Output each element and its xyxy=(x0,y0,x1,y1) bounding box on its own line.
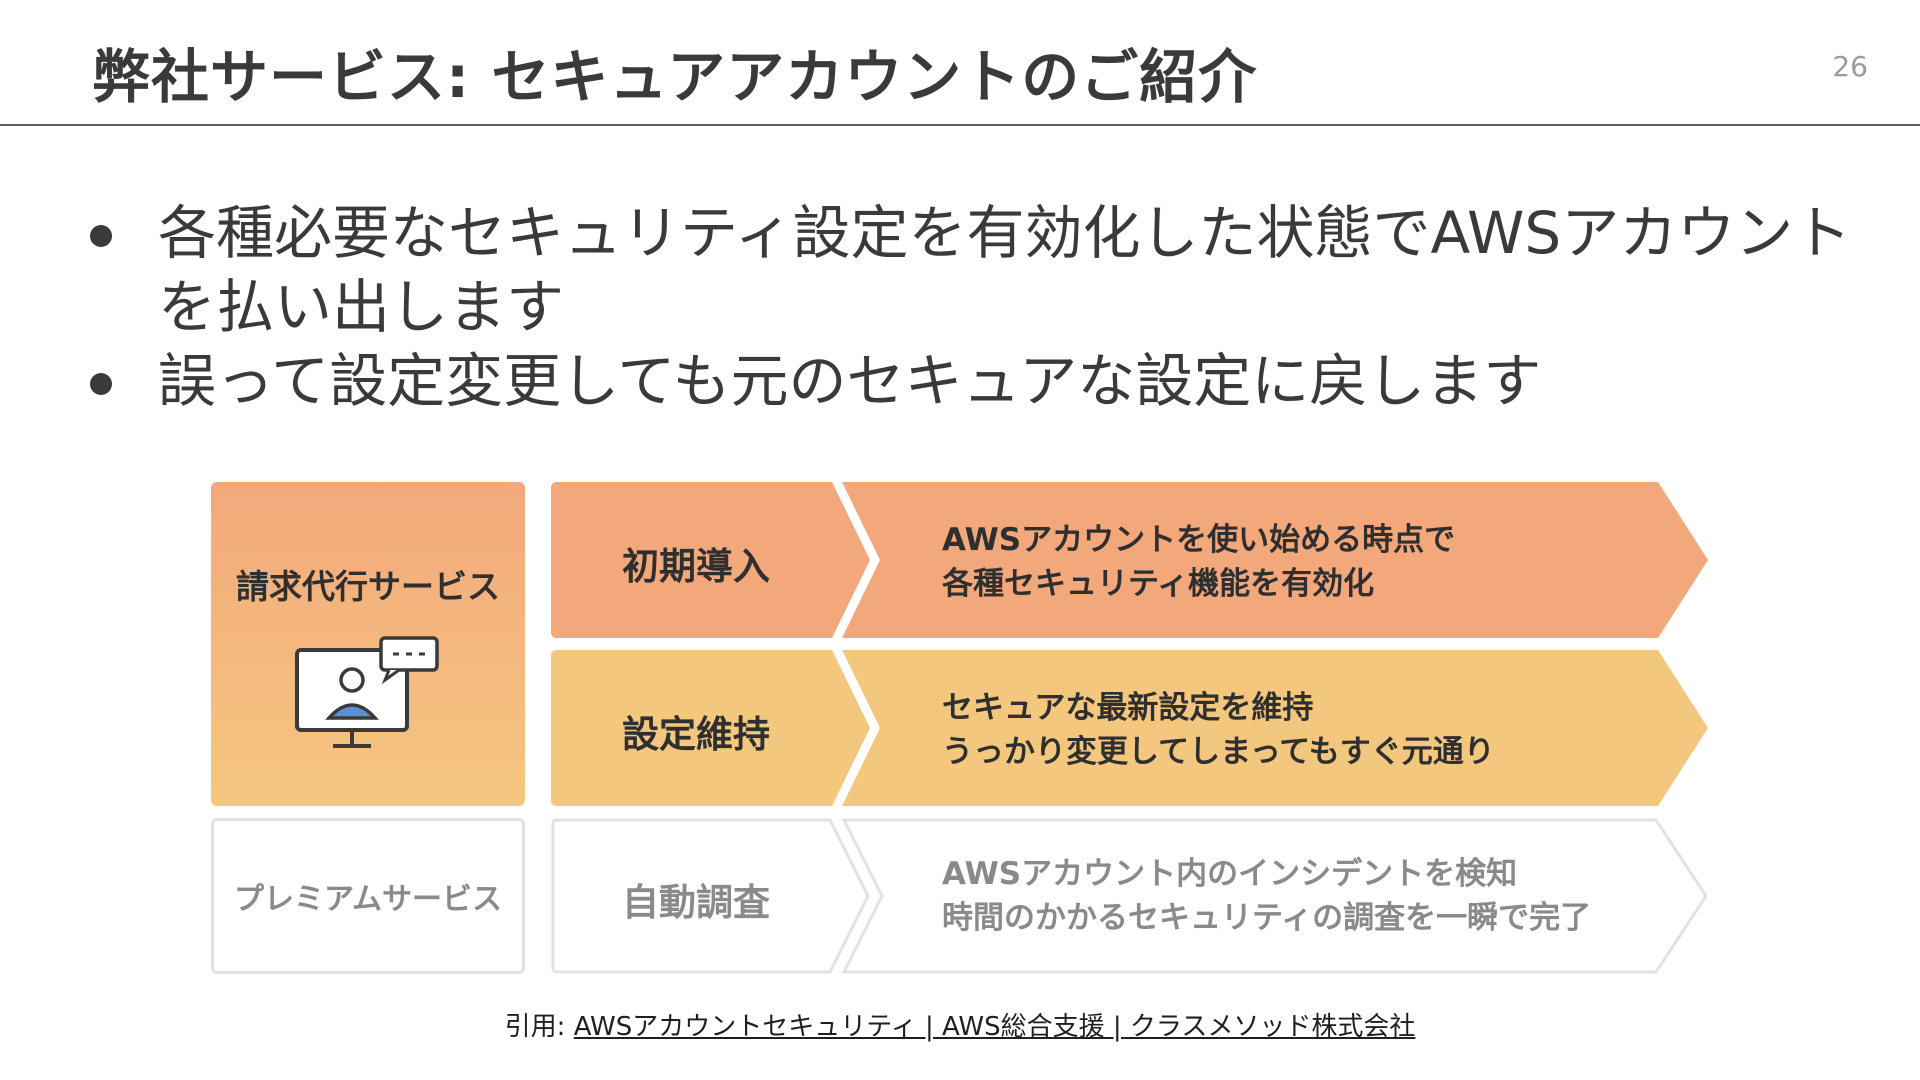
bullet-item: 各種必要なセキュリティ設定を有効化した状態でAWSアカウントを払い出します xyxy=(80,196,1870,344)
premium-service-box: プレミアムサービス xyxy=(211,818,525,974)
page-number: 26 xyxy=(1832,50,1868,83)
citation: 引用: AWSアカウントセキュリティ | AWS総合支援 | クラスメソッド株式… xyxy=(0,1006,1920,1043)
bullet-text: 誤って設定変更しても元のセキュアな設定に戻します xyxy=(158,347,1542,415)
row-3-desc-line-1: AWSアカウント内のインシデントを検知 xyxy=(942,856,1518,892)
premium-service-label: プレミアムサービス xyxy=(234,882,502,917)
row-2-description: セキュアな最新設定を維持 うっかり変更してしまってもすぐ元通り xyxy=(942,686,1495,774)
bullet-dot-icon xyxy=(90,225,112,247)
billing-service-box: 請求代行サービス xyxy=(211,482,525,806)
bullet-list: 各種必要なセキュリティ設定を有効化した状態でAWSアカウントを払い出します 誤っ… xyxy=(80,196,1870,418)
row-2-desc-line-1: セキュアな最新設定を維持 xyxy=(942,690,1314,726)
computer-user-chat-icon xyxy=(295,636,439,748)
bullet-text: 各種必要なセキュリティ設定を有効化した状態でAWSアカウントを払い出します xyxy=(158,199,1852,341)
row-1-desc-line-2: 各種セキュリティ機能を有効化 xyxy=(942,566,1375,602)
citation-prefix: 引用: xyxy=(504,1012,574,1042)
row-1-desc-line-1: AWSアカウントを使い始める時点で xyxy=(942,522,1456,558)
page-title: 弊社サービス: セキュアアカウントのご紹介 xyxy=(92,43,1258,111)
slide-header: 弊社サービス: セキュアアカウントのご紹介 26 xyxy=(0,0,1920,126)
row-3-description: AWSアカウント内のインシデントを検知 時間のかかるセキュリティの調査を一瞬で完… xyxy=(942,852,1591,940)
billing-service-label: 請求代行サービス xyxy=(236,567,500,606)
row-1-description: AWSアカウントを使い始める時点で 各種セキュリティ機能を有効化 xyxy=(942,518,1455,606)
citation-link[interactable]: AWSアカウントセキュリティ | AWS総合支援 | クラスメソッド株式会社 xyxy=(573,1012,1416,1042)
row-3-label: 自動調査 xyxy=(622,881,770,924)
row-2-label: 設定維持 xyxy=(622,713,770,756)
row-2-desc-line-2: うっかり変更してしまってもすぐ元通り xyxy=(942,734,1495,770)
row-2-label-chevron xyxy=(551,650,870,806)
row-2-desc-arrow xyxy=(842,650,1708,806)
row-3-desc-arrow xyxy=(841,818,1708,974)
row-3-desc-line-2: 時間のかかるセキュリティの調査を一瞬で完了 xyxy=(942,900,1592,936)
row-1-label: 初期導入 xyxy=(622,545,770,588)
bullet-item: 誤って設定変更しても元のセキュアな設定に戻します xyxy=(80,344,1870,418)
row-3-label-chevron xyxy=(551,818,870,974)
bullet-dot-icon xyxy=(90,373,112,395)
row-1-label-chevron xyxy=(551,482,870,638)
row-1-desc-arrow xyxy=(842,482,1708,638)
